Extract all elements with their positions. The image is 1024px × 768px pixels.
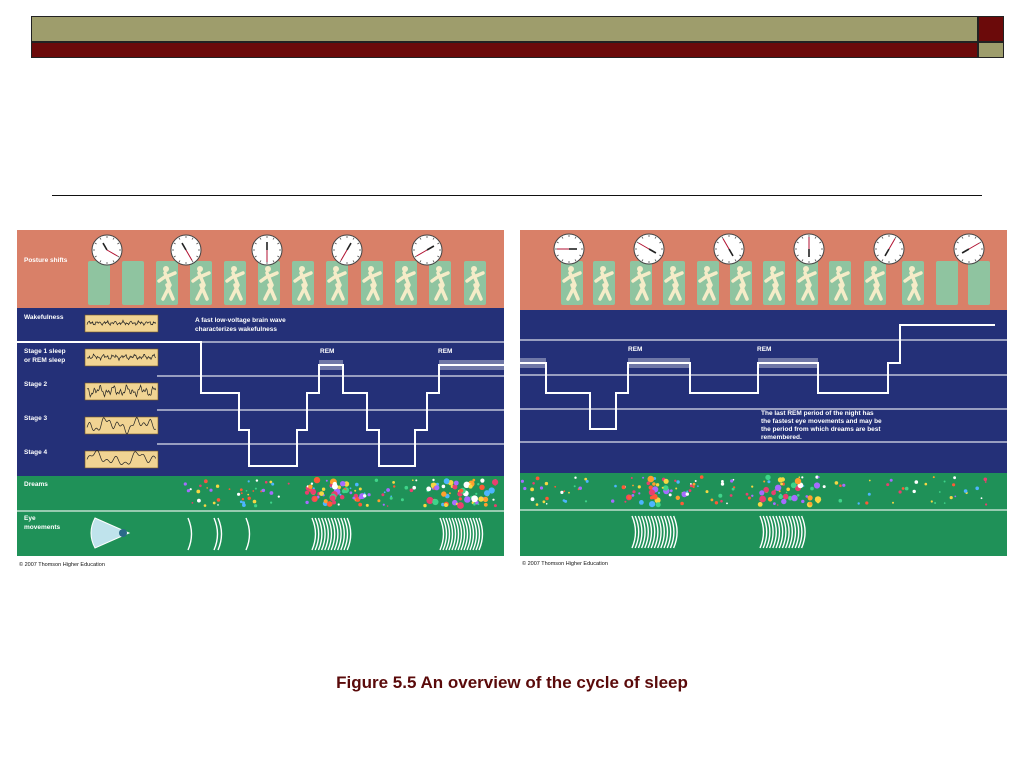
rem-label-3: REM: [628, 346, 642, 353]
last-rem-note-line1: The last REM period of the night has: [761, 410, 874, 417]
eeg-samples: [84, 314, 159, 469]
row-label-stage2: Stage 2: [24, 381, 48, 388]
sleeper-figure: [362, 266, 382, 301]
row-label-stage3: Stage 3: [24, 415, 48, 422]
posture-card: [968, 261, 990, 305]
clock-icon: [713, 233, 745, 265]
last-rem-note-line4: remembered.: [761, 434, 802, 441]
sleeper-figure: [430, 266, 450, 301]
clock-icon: [251, 234, 283, 266]
sleeper-figure: [293, 266, 313, 301]
sleeper-figure: [594, 266, 614, 301]
sleeper-figure: [327, 266, 347, 301]
rem-label-4: REM: [757, 346, 771, 353]
clock-icon: [331, 234, 363, 266]
sleeper-figure: [157, 266, 177, 301]
sleeper-figure: [797, 266, 817, 301]
clock-icon: [633, 233, 665, 265]
title-bar-maroon: [31, 42, 978, 58]
rem-label-2: REM: [438, 348, 452, 355]
posture-card: [936, 261, 958, 305]
hypnogram-line-right: [520, 324, 995, 430]
sleeper-figure: [631, 266, 651, 301]
clock-icon: [953, 233, 985, 265]
row-label-stage4: Stage 4: [24, 449, 48, 456]
clock-icon: [553, 233, 585, 265]
clock-icon: [91, 234, 123, 266]
wakefulness-note-line2: characterizes wakefulness: [195, 326, 277, 333]
rem-label-1: REM: [320, 348, 334, 355]
row-label-eye-line1: Eye: [24, 515, 36, 522]
sleep-cycle-panel-first-half: Posture shifts Wakefulness Stage 1 sleep…: [17, 230, 504, 580]
clock-icon: [411, 234, 443, 266]
posture-card: [88, 261, 110, 305]
sleeper-figure: [465, 266, 485, 301]
sleeper-figure: [191, 266, 211, 301]
clock-icon: [793, 233, 825, 265]
copyright-right: © 2007 Thomson Higher Education: [522, 560, 608, 567]
sleeper-figure: [562, 266, 582, 301]
sleeper-figure: [225, 266, 245, 301]
sleeper-figure: [259, 266, 279, 301]
row-label-eye-line2: movements: [24, 524, 61, 531]
title-bar-olive: [31, 16, 978, 42]
hypnogram-line: [17, 341, 504, 467]
wakefulness-note-line1: A fast low-voltage brain wave: [195, 317, 286, 324]
sleeper-figure: [830, 266, 850, 301]
clock-icon: [873, 233, 905, 265]
row-label-stage1-line2: or REM sleep: [24, 357, 65, 364]
last-rem-note-line2: the fastest eye movements and may be: [761, 418, 882, 425]
row-label-posture: Posture shifts: [24, 257, 68, 264]
last-rem-note-line3: the period from which dreams are best: [761, 426, 881, 433]
row-label-dreams: Dreams: [24, 481, 48, 488]
sleeper-figure: [664, 266, 684, 301]
sleeper-figure: [865, 266, 885, 301]
sleeper-figure: [903, 266, 923, 301]
sleep-cycle-panel-second-half: REM REM The last REM period of the night…: [520, 230, 1007, 580]
clock-icon: [170, 234, 202, 266]
title-divider-line: [52, 195, 982, 196]
row-label-wakefulness: Wakefulness: [24, 314, 64, 321]
eye-icon: [90, 517, 131, 549]
sleeper-figure: [396, 266, 416, 301]
row-label-stage1-line1: Stage 1 sleep: [24, 348, 66, 355]
sleeper-figure: [731, 266, 751, 301]
sleeper-figure: [698, 266, 718, 301]
title-bar-corner-maroon: [978, 16, 1004, 42]
copyright-left: © 2007 Thomson Higher Education: [19, 561, 105, 568]
figure-caption: Figure 5.5 An overview of the cycle of s…: [336, 673, 688, 692]
posture-card: [122, 261, 144, 305]
sleeper-figure: [764, 266, 784, 301]
title-bar-corner-olive: [978, 42, 1004, 58]
